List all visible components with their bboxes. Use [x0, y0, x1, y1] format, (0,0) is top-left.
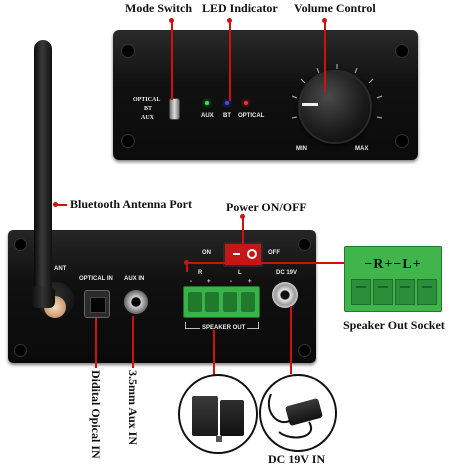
screw-icon [298, 238, 311, 251]
power-on-label: ON [202, 250, 211, 256]
volume-min-label: MIN [296, 146, 307, 152]
speaker-plus-label: + [248, 279, 252, 285]
screw-icon [14, 344, 27, 357]
rear-panel: ANT ON OFF OPTICAL IN AUX IN R L - + - +… [8, 230, 316, 363]
socket-screw-icon [351, 279, 371, 305]
speaker-minus-label: - [230, 279, 232, 285]
terminal-screw-icon [205, 292, 219, 312]
aux-in-port[interactable] [124, 290, 148, 314]
callout-speaker-out-socket: Speaker Out Socket [343, 318, 445, 332]
socket-closeup-label: −R+−L+ [364, 257, 422, 272]
callout-dc-19v-in: DC 19V IN [268, 452, 326, 466]
screw-icon [395, 44, 409, 58]
callout-volume-control: Volume Control [294, 1, 376, 15]
speaker-l-label: L [238, 270, 242, 276]
callout-led-indicator: LED Indicator [202, 1, 278, 15]
socket-screw-icon [373, 279, 393, 305]
callout-mode-switch: Mode Switch [125, 1, 192, 15]
terminal-screw-icon [241, 292, 255, 312]
speaker-plus-label: + [207, 279, 211, 285]
optical-port[interactable] [84, 290, 110, 318]
leader-line [132, 316, 134, 368]
power-on-mark-icon [247, 249, 257, 259]
led-aux-icon [205, 101, 209, 105]
dc-power-jack[interactable] [272, 282, 298, 308]
callout-digital-optical-in: Didital Opical IN [89, 370, 103, 459]
led-label-aux: AUX [201, 113, 214, 119]
mode-switch[interactable] [169, 98, 180, 120]
speaker-box-icon [220, 400, 244, 436]
leader-line [229, 20, 231, 101]
socket-screw-icon [417, 279, 437, 305]
speakers-image [178, 374, 258, 454]
terminal-screw-icon [223, 292, 237, 312]
callout-aux-in: 3.5mm Aux IN [126, 370, 140, 446]
optical-in-label: OPTICAL IN [79, 276, 113, 282]
front-panel: OPTICAL BT AUX AUX BT OPTICAL MIN MAX [113, 30, 418, 160]
knob-indicator-icon [302, 103, 318, 106]
led-optical-icon [244, 101, 248, 105]
speaker-box-icon [192, 396, 218, 436]
bluetooth-antenna-icon [34, 40, 52, 290]
volume-knob[interactable] [298, 70, 372, 144]
leader-line [290, 306, 292, 374]
dc-19v-label: DC 19V [276, 270, 298, 276]
leader-line [171, 20, 173, 100]
screw-icon [14, 238, 27, 251]
socket-screw-icon [395, 279, 415, 305]
volume-max-label: MAX [355, 146, 369, 152]
volume-scale-icon [291, 64, 383, 119]
led-label-optical: OPTICAL [238, 113, 265, 119]
led-label-bt: BT [223, 113, 231, 119]
screw-icon [121, 44, 135, 58]
terminal-screw-icon [188, 292, 202, 312]
leader-line [242, 216, 244, 246]
callout-bluetooth-antenna-port: Bluetooth Antenna Port [70, 197, 193, 211]
leader-line [95, 318, 97, 368]
antenna-label: ANT [54, 266, 67, 272]
power-off-mark-icon [233, 253, 240, 255]
antenna-hinge-icon [31, 286, 55, 308]
leader-line [324, 20, 326, 92]
speaker-socket-closeup: −R+−L+ [344, 246, 442, 312]
screw-icon [298, 344, 311, 357]
power-adapter-image [259, 374, 337, 452]
mode-label-optical: OPTICAL [133, 97, 161, 103]
power-off-label: OFF [268, 250, 280, 256]
leader-line [55, 204, 67, 206]
screw-icon [121, 134, 135, 148]
leader-line [186, 262, 188, 272]
power-cable-icon [268, 393, 313, 439]
callout-power-on-off: Power ON/OFF [226, 200, 307, 214]
leader-line [213, 330, 215, 375]
speaker-r-label: R [198, 270, 203, 276]
mode-label-aux: AUX [141, 115, 154, 121]
speaker-out-label: SPEAKER OUT [200, 325, 248, 331]
optical-port-cover-icon [90, 297, 106, 313]
screw-icon [395, 134, 409, 148]
leader-line [186, 262, 344, 264]
led-bt-icon [225, 101, 229, 105]
aux-in-label: AUX IN [124, 276, 145, 282]
speaker-terminal-block[interactable] [183, 286, 260, 318]
mode-label-bt: BT [144, 106, 153, 112]
speaker-minus-label: - [190, 279, 192, 285]
